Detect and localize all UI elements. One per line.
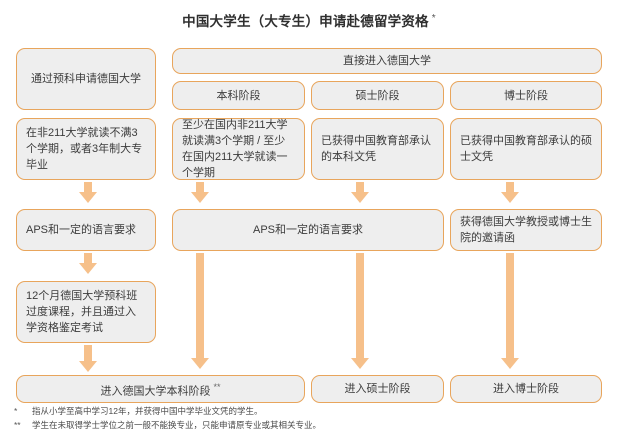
node-req-prep-label: 在非211大学就读不满3个学期，或者3年制大专毕业 [26, 127, 143, 171]
node-enter-master[interactable]: 进入硕士阶段 [311, 375, 444, 403]
page-title-text: 中国大学生（大专生）申请赴德留学资格 [182, 14, 429, 29]
node-prep-track[interactable]: 通过预科申请德国大学 [16, 48, 156, 110]
node-invitation[interactable]: 获得德国大学教授或博士生院的邀请函 [450, 209, 602, 251]
node-stage-bachelor-label: 本科阶段 [216, 89, 261, 102]
node-stage-phd-label: 博士阶段 [504, 89, 548, 102]
node-req-master-label: 已获得中国教育部承认的本科文凭 [321, 135, 431, 163]
node-stage-master[interactable]: 硕士阶段 [311, 81, 444, 110]
node-req-bachelor-label: 至少在国内非211大学就读满3个学期 / 至少在国内211大学就读一个学期 [182, 119, 288, 179]
node-req-prep[interactable]: 在非211大学就读不满3个学期，或者3年制大专毕业 [16, 118, 156, 180]
footnote-mark: * [14, 406, 18, 416]
node-foundation-course-label: 12个月德国大学预科班过度课程，并且通过入学资格鉴定考试 [26, 290, 138, 334]
node-enter-phd[interactable]: 进入博士阶段 [450, 375, 602, 403]
node-direct-track[interactable]: 直接进入德国大学 [172, 48, 602, 74]
node-aps-mid[interactable]: APS和一定的语言要求 [172, 209, 444, 251]
node-stage-bachelor[interactable]: 本科阶段 [172, 81, 305, 110]
node-enter-bachelor-label: 进入德国大学本科阶段 [100, 385, 211, 398]
footnote-mark: ** [14, 420, 21, 430]
node-stage-master-label: 硕士阶段 [355, 89, 400, 102]
node-req-bachelor[interactable]: 至少在国内非211大学就读满3个学期 / 至少在国内211大学就读一个学期 [172, 118, 305, 180]
page-title: 中国大学生（大专生）申请赴德留学资格* [0, 10, 618, 30]
node-enter-phd-label: 进入博士阶段 [493, 383, 559, 395]
node-direct-track-label: 直接进入德国大学 [343, 55, 431, 67]
node-prep-track-label: 通过预科申请德国大学 [31, 73, 141, 85]
node-invitation-label: 获得德国大学教授或博士生院的邀请函 [460, 216, 592, 244]
node-aps-prep[interactable]: APS和一定的语言要求 [16, 209, 156, 251]
node-req-phd[interactable]: 已获得中国教育部承认的硕士文凭 [450, 118, 602, 180]
node-req-phd-label: 已获得中国教育部承认的硕士文凭 [460, 135, 592, 163]
node-enter-master-label: 进入硕士阶段 [344, 383, 411, 395]
node-stage-phd[interactable]: 博士阶段 [450, 81, 602, 110]
footnote-text: 指从小学至高中学习12年，并获得中国中学毕业文凭的学生。 [32, 406, 263, 416]
node-foundation-course[interactable]: 12个月德国大学预科班过度课程，并且通过入学资格鉴定考试 [16, 281, 156, 343]
node-aps-mid-label: APS和一定的语言要求 [252, 224, 363, 236]
node-req-master[interactable]: 已获得中国教育部承认的本科文凭 [311, 118, 444, 180]
footnote-text: 学生在未取得学士学位之前一般不能换专业，只能申请原专业或其相关专业。 [32, 420, 322, 430]
footnotes: * 指从小学至高中学习12年，并获得中国中学毕业文凭的学生。 ** 学生在未取得… [14, 404, 594, 432]
node-enter-bachelor[interactable]: 进入德国大学本科阶段** [16, 375, 305, 403]
footnote-item: ** 学生在未取得学士学位之前一般不能换专业，只能申请原专业或其相关专业。 [14, 418, 594, 432]
node-aps-prep-label: APS和一定的语言要求 [26, 224, 137, 236]
title-footnote-mark: * [431, 12, 436, 24]
node-enter-bachelor-footnote-mark: ** [213, 381, 221, 392]
footnote-item: * 指从小学至高中学习12年，并获得中国中学毕业文凭的学生。 [14, 404, 594, 418]
